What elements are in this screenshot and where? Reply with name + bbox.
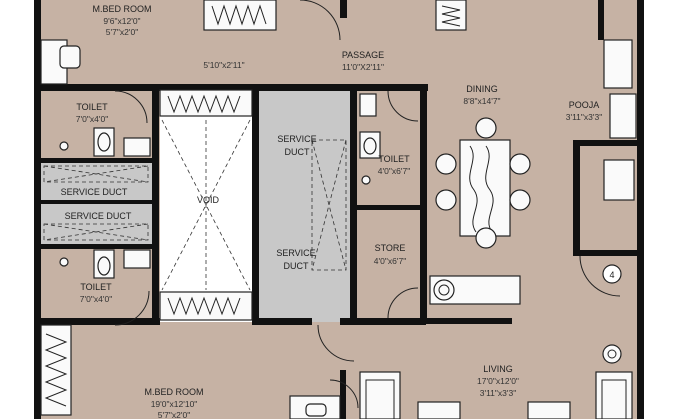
column-tag: 4: [609, 270, 614, 280]
toilet-mid-dim: 4'0"x6'7": [378, 166, 410, 176]
mbed-bottom-dim1: 19'0"x12'10": [151, 399, 198, 409]
wardrobe-top-bedroom: [203, 0, 277, 31]
mbed-top-name: M.BED ROOM: [92, 4, 151, 14]
void-cross: [161, 119, 251, 291]
living-dim1: 17'0"x12'0": [477, 376, 519, 386]
void-label: VOID: [197, 195, 220, 205]
outside-right: [644, 0, 673, 419]
round-fixture: [602, 344, 622, 364]
mbed-top-dim1: 9'6"x12'0": [103, 16, 140, 26]
outside-left: [0, 0, 34, 419]
toilet-mid-fixtures: [359, 93, 381, 185]
passage-name: PASSAGE: [342, 50, 384, 60]
dining-name: DINING: [466, 84, 498, 94]
pooja-cabinets: [603, 39, 637, 201]
dining-table: [435, 117, 531, 249]
toilet-top-name: TOILET: [76, 102, 108, 112]
wardrobe-bottom-bedroom: [40, 324, 72, 416]
mbed-bottom-name: M.BED ROOM: [144, 387, 203, 397]
pooja-dim: 3'11"x3'3": [566, 112, 603, 122]
pooja-name: POOJA: [569, 100, 600, 110]
toilet-top-dim: 7'0"x4'0": [76, 114, 108, 124]
passage-side-dim: 5'10"x2'11": [203, 60, 244, 70]
desk-chair: [40, 39, 81, 85]
column-marker: 4: [602, 264, 622, 284]
toilet-top-fixtures: [59, 127, 151, 157]
living-sofas: [359, 371, 633, 419]
door-swings: [114, 0, 621, 409]
wardrobe-top-right: [435, 0, 467, 31]
bed-bottom: [289, 395, 341, 419]
toilet-bottom-fixtures: [59, 249, 151, 279]
toilet-mid-name: TOILET: [378, 154, 410, 164]
walls: [34, 0, 644, 419]
dining-dim: 8'8"x14'7": [463, 96, 500, 106]
service-duct-a-label: SERVICE DUCT: [61, 187, 128, 197]
duct-upper-line2: DUCT: [285, 147, 310, 157]
toilet-bottom-dim: 7'0"x4'0": [80, 294, 112, 304]
duct-lower-line2: DUCT: [284, 261, 309, 271]
passage-dim: 11'0"X2'11": [342, 62, 384, 72]
mbed-bottom-dim2: 5'7"x2'0": [158, 410, 190, 419]
living-name: LIVING: [483, 364, 513, 374]
store-name: STORE: [375, 243, 406, 253]
mbed-top-dim2: 5'7"x2'0": [106, 27, 138, 37]
counter-plant: [429, 275, 521, 305]
duct-upper-line1: SERVICE: [277, 134, 316, 144]
living-dim2: 3'11"x3'3": [480, 388, 517, 398]
duct-markings: [43, 139, 347, 271]
service-duct-central: [258, 90, 354, 322]
toilet-bottom-name: TOILET: [80, 282, 112, 292]
service-duct-b-label: SERVICE DUCT: [65, 211, 132, 221]
duct-lower-line1: SERVICE: [276, 248, 315, 258]
store-dim: 4'0"x6'7": [374, 256, 406, 266]
wardrobe-void-bottom: [159, 291, 253, 321]
wardrobe-void-top: [159, 89, 253, 117]
